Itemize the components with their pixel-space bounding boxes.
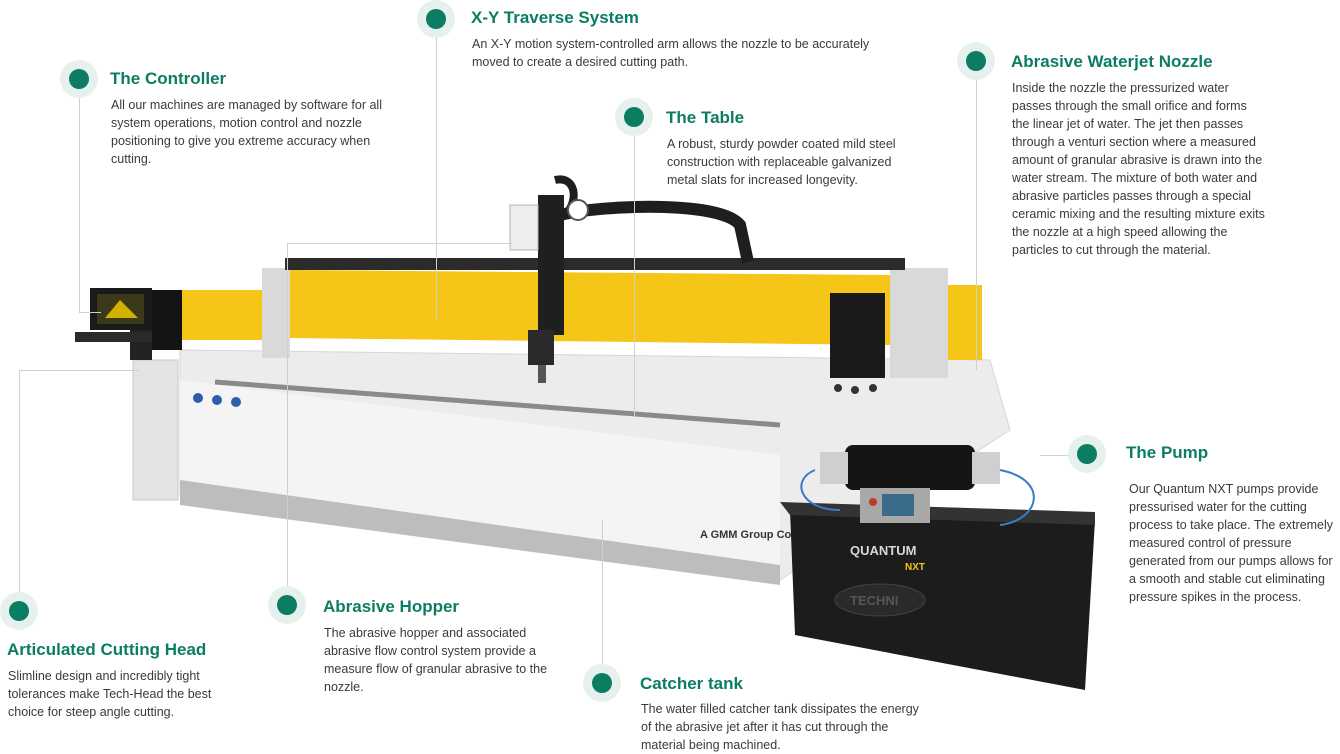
marker-dot (268, 586, 306, 624)
pump-model-label: NXT (905, 562, 925, 573)
leader-catcher (602, 520, 603, 666)
pressure-gauge (567, 199, 589, 221)
callout-text: Our Quantum NXT pumps provide pressurise… (1129, 482, 1334, 604)
left-leg (132, 359, 179, 501)
callout-text: A robust, sturdy powder coated mild stee… (667, 137, 896, 187)
callout-text: Slimline design and incredibly tight tol… (8, 669, 212, 719)
marker-dot (60, 60, 98, 98)
leader-nozzle (976, 80, 977, 370)
leader-controller-h (79, 312, 101, 313)
callout-title: The Pump (1126, 443, 1209, 462)
leader-pump (1040, 455, 1070, 456)
gantry-beam-yellow-left (180, 290, 262, 340)
cutting-head-body (528, 330, 554, 365)
marker-dot (417, 0, 455, 38)
callout-text: An X-Y motion system-controlled arm allo… (472, 37, 870, 69)
controller-back-panel (152, 290, 182, 350)
leader-traverse (436, 36, 437, 318)
callout-text: Inside the nozzle the pressurized water … (1012, 81, 1265, 257)
callout-text: The abrasive hopper and associated abras… (324, 626, 548, 694)
callout-text: All our machines are managed by software… (111, 98, 382, 166)
leader-cutting-head-h (19, 370, 139, 371)
gantry-left-upright (262, 268, 290, 358)
leader-cutting-head (19, 370, 20, 595)
hopper-unit (509, 204, 539, 251)
pump-logo-emblem (834, 583, 926, 617)
pump-brand-label: QUANTUM (850, 543, 916, 558)
pump-display (882, 494, 914, 516)
pump-end-cap-left (820, 452, 848, 484)
pump-top (780, 502, 1095, 525)
pump-logo-text: TECHNI (850, 593, 898, 608)
nozzle-tip (538, 365, 546, 383)
leader-controller (79, 97, 80, 312)
gantry-top-rail (285, 258, 905, 270)
table-rail (214, 379, 781, 428)
marker-dot (1068, 435, 1106, 473)
brand-label: A GMM Group Co (700, 529, 792, 541)
table-base-shadow (180, 480, 780, 585)
callout-title: Abrasive Waterjet Nozzle (1011, 52, 1213, 71)
marker-dot (615, 98, 653, 136)
gantry-beam-yellow (290, 270, 890, 345)
table-front-face (180, 380, 780, 580)
leader-table (634, 136, 635, 416)
callout-title: Articulated Cutting Head (7, 640, 207, 659)
right-cabinet (830, 293, 885, 378)
controller-keyboard (75, 332, 155, 342)
leader-hopper (287, 243, 288, 588)
callout-title: X-Y Traverse System (471, 8, 639, 27)
marker-dot (957, 42, 995, 80)
callout-title: The Table (666, 108, 745, 127)
z-axis-column (538, 195, 564, 335)
gantry-beam-yellow-right (948, 285, 982, 360)
marker-dot (583, 664, 621, 702)
gantry-right-upright (890, 268, 948, 378)
callout-title: Abrasive Hopper (323, 597, 460, 616)
callout-title: Catcher tank (640, 674, 743, 693)
cable-carrier (558, 200, 754, 264)
callout-title: The Controller (110, 69, 227, 88)
leader-hopper-h (287, 243, 512, 244)
pump-cylinder (845, 445, 975, 490)
pump-end-cap-right (972, 452, 1000, 484)
marker-dot (0, 592, 38, 630)
callout-text: The water filled catcher tank dissipates… (641, 702, 919, 752)
pump-cabinet (790, 510, 1095, 690)
